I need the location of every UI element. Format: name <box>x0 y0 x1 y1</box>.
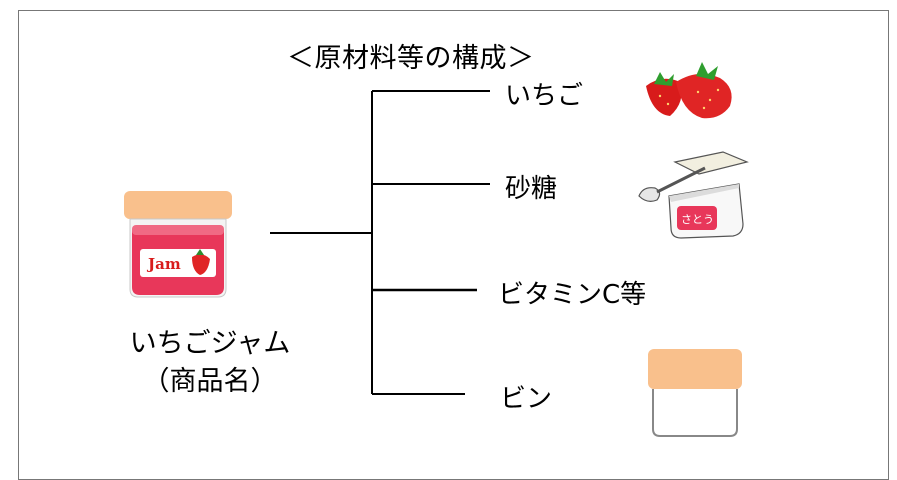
sugar-icon: さとう <box>638 151 749 239</box>
jar-label-text: Jam <box>146 255 181 273</box>
empty-jar-icon <box>648 349 742 437</box>
diagram-title: ＜原材料等の構成＞ <box>287 43 535 74</box>
material-ichigo: いちご <box>505 81 584 111</box>
strawberry-icon <box>646 62 732 119</box>
jam-jar-icon: Jam <box>124 191 232 298</box>
product-name: いちごジャム <box>129 328 291 359</box>
strawberry-mini-icon <box>192 249 210 275</box>
product-subtitle: （商品名） <box>142 366 278 397</box>
product-label: いちごジャム （商品名） <box>120 325 300 401</box>
sugar-package-text: さとう <box>681 213 714 226</box>
tree-connectors <box>270 90 490 395</box>
material-sugar: 砂糖 <box>505 174 558 204</box>
material-vitamin-c: ビタミンC等 <box>498 280 647 310</box>
material-bin: ビン <box>500 384 553 414</box>
